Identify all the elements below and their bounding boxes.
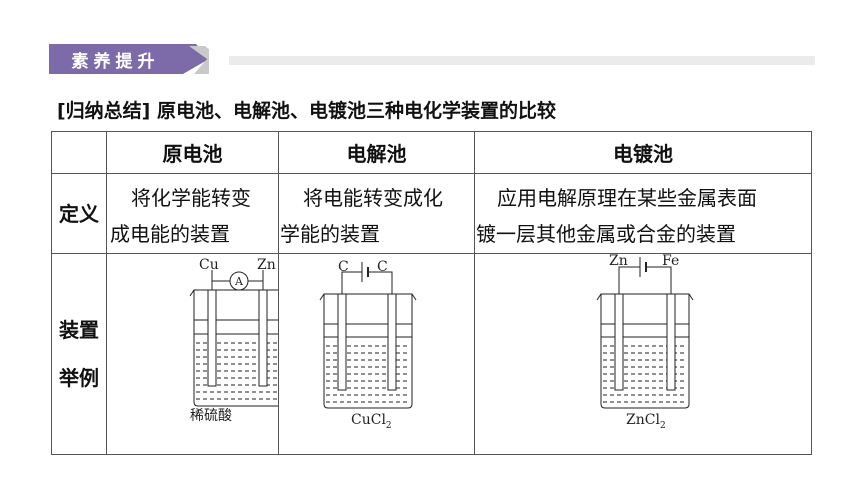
diagram-cell-electrolytic: C C — [278, 253, 475, 455]
definition-row: 定义 将化学能转变 成电能的装置 将电能转变成化 学能的装置 应用电解原理在某些… — [51, 173, 812, 254]
row-label-line: 举例 — [59, 366, 99, 390]
left-electrode — [337, 293, 347, 391]
right-electrode-label: Zn — [257, 257, 276, 273]
comparison-table: 原电池 电解池 电镀池 定义 将化学能转变 成电能的装置 将电能转变成化 学能的… — [51, 131, 812, 455]
solution-label: CuCl2 — [351, 412, 392, 431]
right-electrode — [666, 293, 676, 391]
left-electrode — [614, 293, 624, 391]
solution-label: 稀硫酸 — [190, 408, 232, 424]
header-cell-empty — [51, 131, 107, 174]
header-cell-galvanic: 原电池 — [106, 131, 279, 174]
definition-line: 镀一层其他金属或合金的装置 — [476, 222, 736, 246]
electrolytic-cell-diagram: C C — [319, 259, 417, 431]
solution-label: ZnCl2 — [626, 412, 666, 431]
banner-rule — [229, 56, 815, 65]
header-cell-electrolytic: 电解池 — [278, 131, 475, 174]
row-label-definition: 定义 — [51, 173, 107, 254]
left-electrode-label: Cu — [199, 257, 219, 273]
summary-tag: [归纳总结] — [57, 100, 151, 122]
header-cell-electroplating: 电镀池 — [474, 131, 812, 174]
title-text: 原电池、电解池、电镀池三种电化学装置的比较 — [157, 100, 557, 122]
left-electrode — [207, 289, 217, 387]
definition-cell-electrolytic: 将电能转变成化 学能的装置 — [278, 173, 475, 254]
left-electrode-label: C — [338, 259, 349, 275]
definition-cell-electroplating: 应用电解原理在某些金属表面 镀一层其他金属或合金的装置 — [474, 173, 812, 254]
definition-line: 将电能转变成化 — [303, 186, 443, 210]
example-row: 装置 举例 Cu Zn A — [51, 253, 812, 455]
electroplating-cell-diagram: Zn Fe — [596, 254, 694, 431]
battery-icon — [361, 262, 369, 282]
table-header-row: 原电池 电解池 电镀池 — [51, 131, 812, 174]
right-electrode-label: Fe — [662, 254, 679, 269]
battery-icon — [639, 257, 647, 277]
right-electrode-label: C — [377, 259, 388, 275]
row-label-line: 装置 — [59, 318, 99, 342]
page-title: [归纳总结] 原电池、电解池、电镀池三种电化学装置的比较 — [57, 96, 556, 123]
right-electrode — [258, 289, 268, 387]
definition-line: 学能的装置 — [280, 222, 380, 246]
banner-label: 素养提升 — [49, 44, 182, 74]
row-label-example: 装置 举例 — [51, 253, 107, 455]
section-banner: 素养提升 — [49, 44, 815, 74]
definition-line: 应用电解原理在某些金属表面 — [497, 186, 757, 210]
galvanic-cell-diagram: Cu Zn A — [189, 257, 278, 424]
ammeter-label: A — [234, 275, 244, 288]
right-electrode — [387, 293, 397, 391]
definition-line: 成电能的装置 — [110, 222, 230, 246]
definition-line: 将化学能转变 — [131, 186, 251, 210]
definition-cell-galvanic: 将化学能转变 成电能的装置 — [106, 173, 279, 254]
diagram-cell-electroplating: Zn Fe — [474, 253, 812, 455]
left-electrode-label: Zn — [609, 254, 628, 269]
diagram-cell-galvanic: Cu Zn A — [106, 253, 279, 455]
